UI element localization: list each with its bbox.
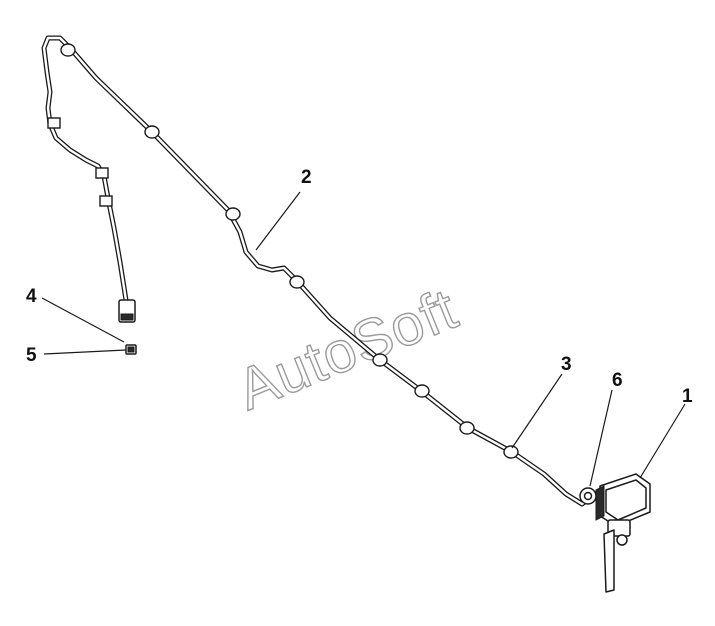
clip [503,445,519,459]
harness-connector [118,299,136,323]
fastener-part [125,344,137,355]
grommet-part [579,487,597,505]
callout-3: 3 [561,354,572,375]
work-lamp [595,473,651,593]
callout-6: 6 [612,370,623,391]
clip [289,275,305,289]
leader-lines [41,191,686,487]
clip [225,207,241,221]
callout-4: 4 [26,286,37,307]
callout-1: 1 [682,386,693,407]
clip [372,353,388,367]
clip [60,43,76,57]
harness-clips [47,43,519,459]
callout-2: 2 [301,167,312,188]
clip [47,117,61,129]
clip [459,421,475,435]
clip [99,195,113,207]
wiring-harness [41,35,593,507]
clip [95,167,109,179]
clip [144,125,160,139]
clip [414,384,430,398]
callout-5: 5 [26,345,37,366]
